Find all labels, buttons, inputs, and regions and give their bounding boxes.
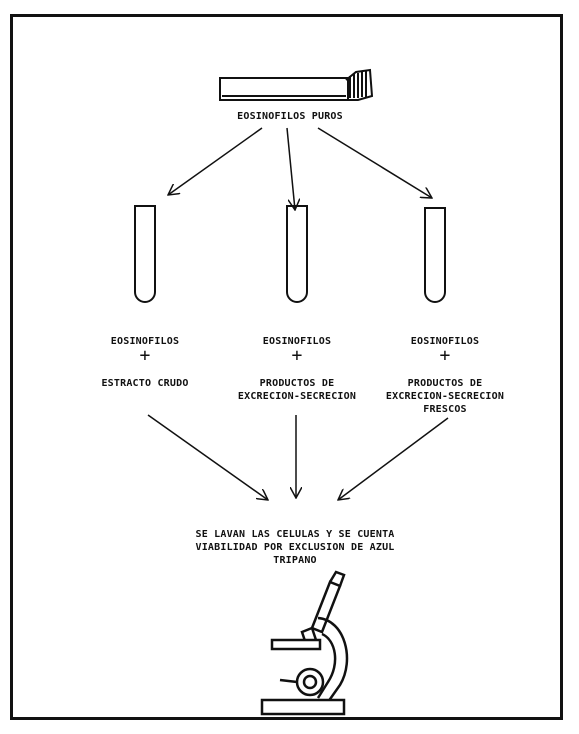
- tube-2-plus: +: [291, 345, 303, 366]
- microscope-icon: [260, 570, 349, 716]
- tube-2-top: EOSINOFILOS: [262, 336, 332, 347]
- arrow-icon: [147, 414, 268, 500]
- arrow-icon: [338, 417, 449, 500]
- tube-2-bottom: PRODUCTOS DE EXCRECION-SECRECION: [237, 378, 357, 402]
- tube-3-bottom: PRODUCTOS DE EXCRECION-SECRECION FRESCOS: [385, 378, 505, 415]
- result-label: SE LAVAN LAS CELULAS Y SE CUENTA VIABILI…: [195, 529, 395, 566]
- tube-1-label: EOSINOFILOS + ESTRACTO CRUDO: [70, 322, 220, 390]
- diagram-frame: [10, 14, 563, 720]
- tube-1-top: EOSINOFILOS: [110, 336, 180, 347]
- tube-1-bottom: ESTRACTO CRUDO: [101, 378, 189, 389]
- arrow-icon: [317, 127, 432, 198]
- tube-3-top: EOSINOFILOS: [410, 336, 480, 347]
- tube-3-plus: +: [439, 345, 451, 366]
- tube-2-label: EOSINOFILOS + PRODUCTOS DE EXCRECION-SEC…: [212, 322, 382, 403]
- pipette-icon: [219, 68, 374, 101]
- arrow-icon: [168, 127, 263, 195]
- tube-1-plus: +: [139, 345, 151, 366]
- tube-3-label: EOSINOFILOS + PRODUCTOS DE EXCRECION-SEC…: [360, 322, 530, 416]
- test-tube-icon: [424, 207, 446, 303]
- test-tube-icon: [286, 205, 308, 303]
- source-label: EOSINOFILOS PUROS: [237, 111, 343, 122]
- test-tube-icon: [134, 205, 156, 303]
- arrow-icon: [286, 127, 295, 210]
